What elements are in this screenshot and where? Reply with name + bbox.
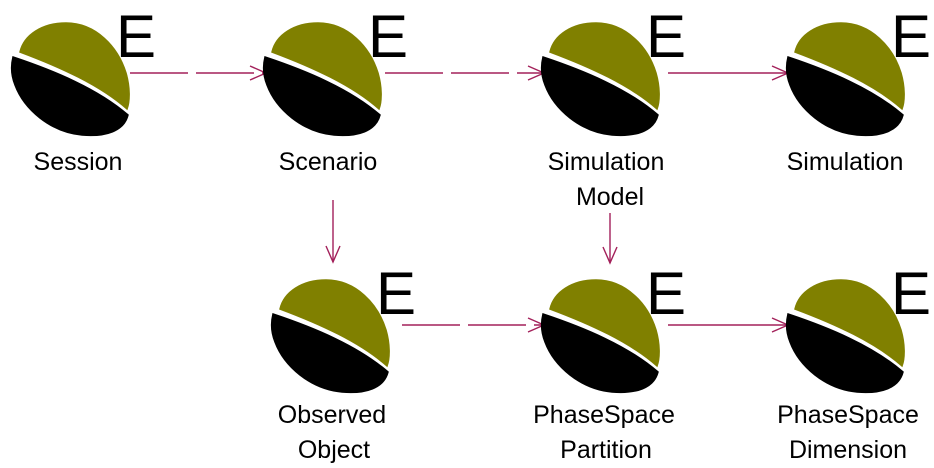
stereotype-letter: E: [891, 3, 931, 70]
entity-label: Scenario: [279, 148, 378, 176]
entity-label: PhaseSpace: [533, 401, 675, 429]
entity-icon-body: [785, 313, 904, 394]
entity-session[interactable]: E Session: [10, 3, 156, 176]
entity-icon: E: [540, 260, 686, 394]
entity-icon-top: [794, 22, 905, 111]
entity-icon-top: [279, 279, 390, 368]
connector-scenario-to-observed-object[interactable]: [325, 200, 341, 264]
entity-icon: E: [785, 3, 931, 137]
entity-icon-body: [540, 313, 659, 394]
entity-icon-body: [10, 56, 129, 137]
entity-icon: E: [262, 3, 408, 137]
entity-icon-top: [794, 279, 905, 368]
stereotype-letter: E: [368, 3, 408, 70]
arrowhead-icon: [325, 245, 341, 264]
entity-label: Session: [34, 148, 123, 176]
entity-icon: E: [10, 3, 156, 137]
entity-icon-body: [785, 56, 904, 137]
entity-icon-top: [549, 22, 660, 111]
entity-label: Model: [576, 183, 644, 211]
stereotype-letter: E: [646, 3, 686, 70]
entity-label: Dimension: [789, 436, 907, 464]
entity-label: Object: [298, 436, 370, 464]
entity-label: Observed: [278, 401, 386, 429]
entity-icon-top: [19, 22, 130, 111]
entity-label: Simulation: [548, 148, 665, 176]
entity-label: Simulation: [787, 148, 904, 176]
stereotype-letter: E: [646, 260, 686, 327]
stereotype-letter: E: [116, 3, 156, 70]
entity-icon-top: [271, 22, 382, 111]
stereotype-letter: E: [376, 260, 416, 327]
entity-label: Partition: [560, 436, 652, 464]
connector-scenario-to-simulation-model[interactable]: [385, 65, 546, 81]
entity-simulation[interactable]: E Simulation: [785, 3, 931, 176]
entity-scenario[interactable]: E Scenario: [262, 3, 408, 176]
entity-nodes: ESessionEScenarioESimulationModelESimula…: [10, 3, 931, 464]
connector-observed-object-to-phasespace-partition[interactable]: [402, 317, 546, 333]
entity-icon-body: [270, 313, 389, 394]
connector-simulation-model-to-phasespace-partition[interactable]: [602, 213, 618, 265]
entity-icon: E: [270, 260, 416, 394]
entity-label: PhaseSpace: [777, 401, 919, 429]
entity-icon: E: [540, 3, 686, 137]
arrowhead-icon: [602, 246, 618, 265]
entity-icon: E: [785, 260, 931, 394]
entity-icon-body: [262, 56, 381, 137]
entity-icon-body: [540, 56, 659, 137]
stereotype-letter: E: [891, 260, 931, 327]
connectors: [130, 65, 790, 333]
entity-icon-top: [549, 279, 660, 368]
